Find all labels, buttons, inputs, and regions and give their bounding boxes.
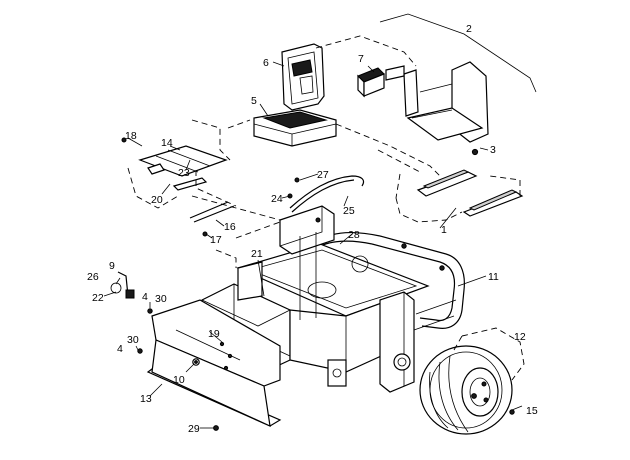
callout-4-upper: 4: [142, 291, 148, 303]
callout-6: 6: [263, 57, 269, 69]
seat-bracket: [403, 61, 489, 143]
callout-19: 19: [208, 328, 220, 340]
callout-11: 11: [488, 271, 499, 283]
callout-10: 10: [173, 374, 185, 386]
seat-back: [281, 43, 325, 111]
callout-21: 21: [251, 248, 263, 260]
callout-15: 15: [526, 405, 538, 417]
callout-18: 18: [125, 130, 137, 142]
control-cable: [289, 175, 365, 213]
hardware: [121, 137, 515, 431]
callout-14: 14: [161, 137, 173, 149]
callout-labels: 1 2 3 4 4 5 6 7 9 10 11 12 13 14 15 16 1…: [87, 23, 538, 435]
front-plate: [146, 299, 282, 428]
wheel-tire: [419, 345, 513, 435]
callout-12: 12: [514, 331, 526, 343]
seat-cushion: [253, 109, 337, 147]
callout-22: 22: [92, 292, 104, 304]
callout-30-lower: 30: [127, 334, 139, 346]
callout-28: 28: [348, 229, 360, 241]
callout-3: 3: [490, 144, 496, 156]
callout-29: 29: [188, 423, 200, 435]
callout-2: 2: [466, 23, 472, 35]
callout-30-upper: 30: [155, 293, 167, 305]
callout-17: 17: [210, 234, 222, 246]
callout-27: 27: [317, 169, 329, 181]
leader-lines: [103, 13, 537, 429]
seat-mount-plate: [138, 145, 228, 191]
seat-slide-rails: [416, 169, 524, 217]
callout-24: 24: [271, 193, 283, 205]
callout-25: 25: [343, 205, 355, 217]
callout-13: 13: [140, 393, 152, 405]
callout-16: 16: [224, 221, 236, 233]
callout-7: 7: [358, 53, 364, 65]
latch-rod: [189, 201, 235, 223]
phantom-lines: [127, 35, 525, 381]
callout-5: 5: [251, 95, 257, 107]
callout-20: 20: [151, 194, 163, 206]
callout-4-lower: 4: [117, 343, 123, 355]
bracket-hook: [110, 271, 135, 299]
seat-spacers: [357, 65, 405, 98]
callout-26: 26: [87, 271, 99, 283]
callout-23: 23: [178, 167, 190, 179]
main-frame: [201, 205, 465, 393]
callout-9: 9: [109, 260, 115, 272]
callout-1: 1: [441, 224, 447, 236]
